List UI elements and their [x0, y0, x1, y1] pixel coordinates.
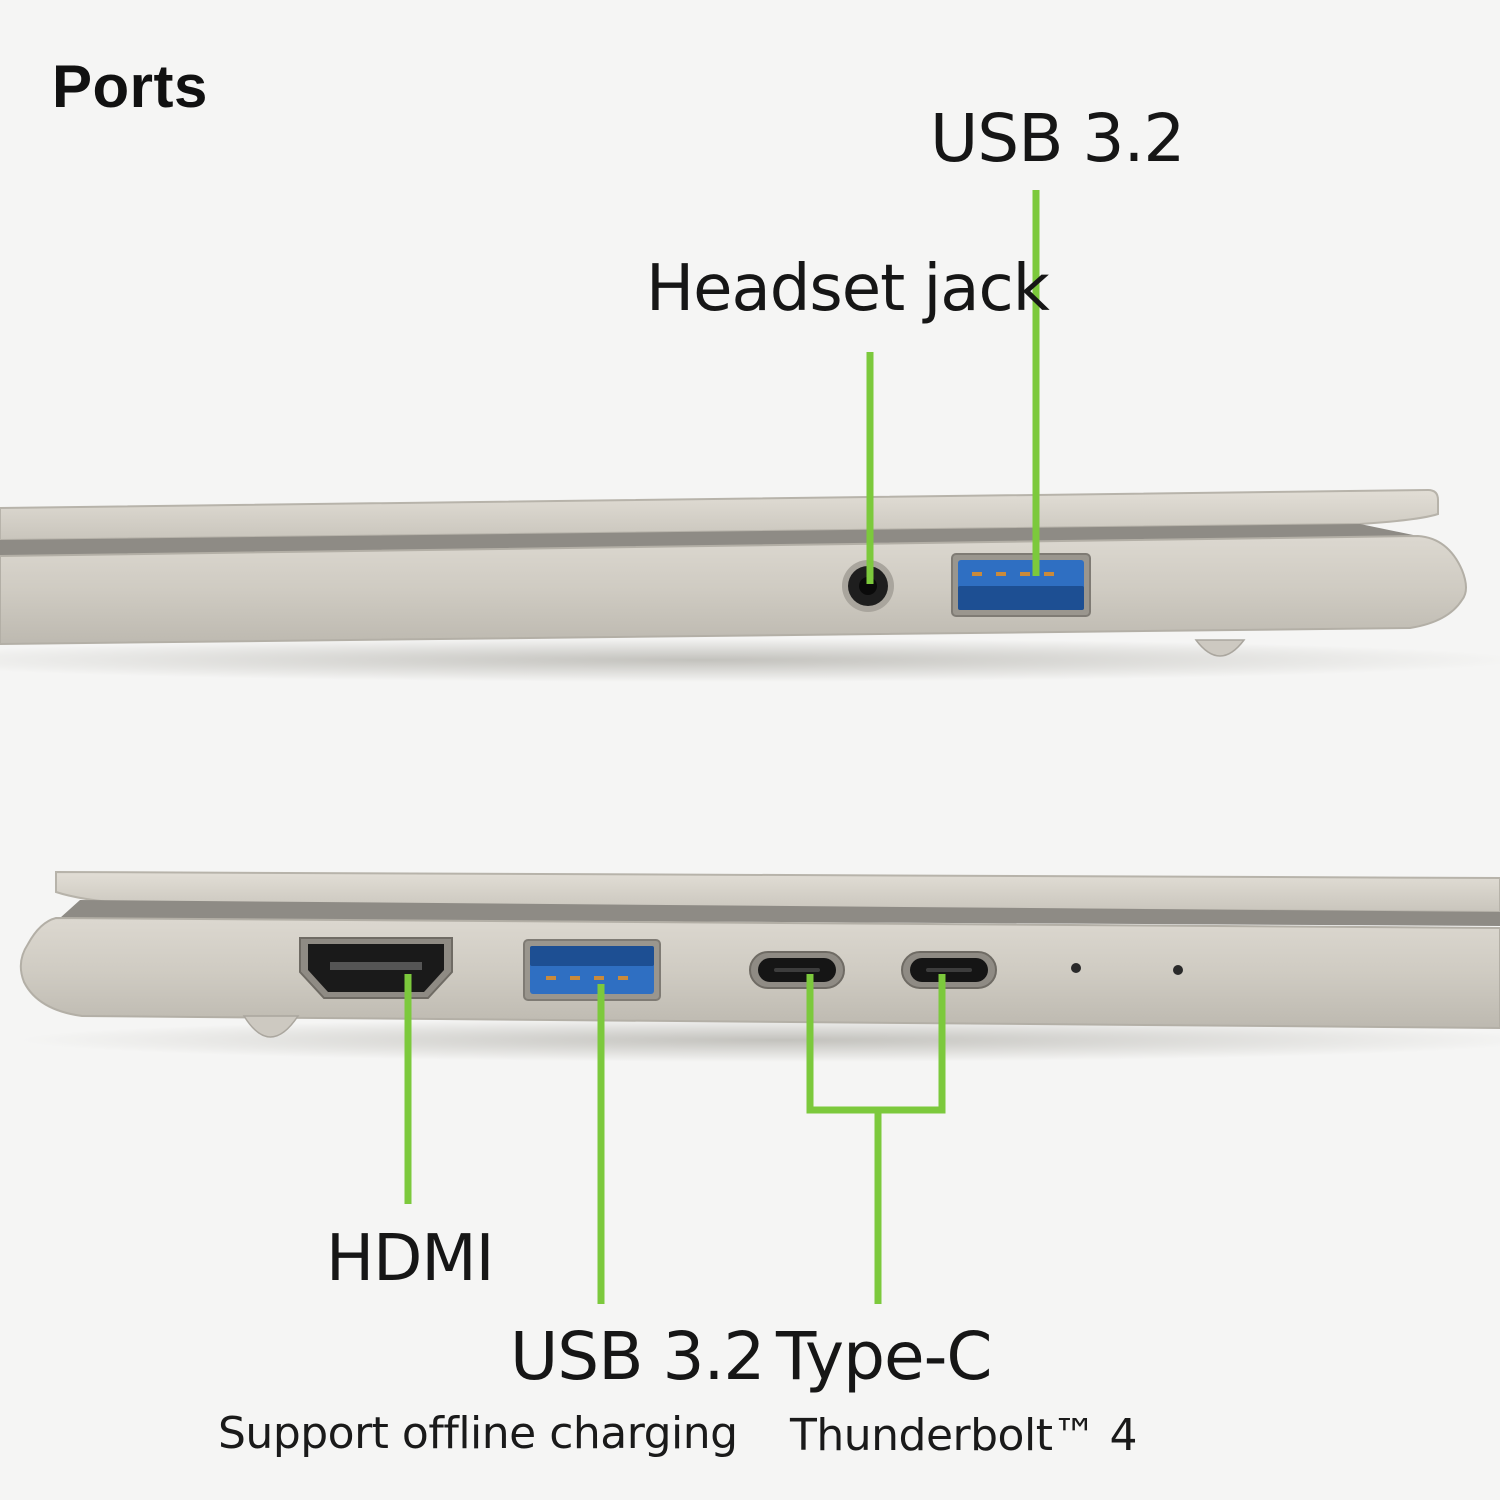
- top-laptop-foot: [1194, 639, 1246, 657]
- callout-lines: [404, 190, 1040, 1304]
- top-usb-a-port: [951, 553, 1091, 617]
- bottom-laptop-side: [19, 870, 1500, 1062]
- typec-label: Type-C: [776, 1318, 992, 1395]
- typec-port-2: [901, 951, 997, 989]
- usb-bottom-sublabel: Support offline charging: [218, 1408, 738, 1459]
- bottom-laptop-shadow: [20, 1018, 1500, 1062]
- top-laptop-side: [0, 488, 1500, 682]
- hdmi-port: [299, 937, 453, 999]
- page-title: Ports: [52, 53, 208, 120]
- typec-port-1: [749, 951, 845, 989]
- bottom-usb-a-port: [523, 939, 661, 1001]
- top-laptop-lid: [0, 488, 1439, 542]
- typec-sublabel: Thunderbolt™ 4: [790, 1410, 1137, 1461]
- usb-bottom-label: USB 3.2: [510, 1318, 765, 1395]
- top-laptop-shadow: [0, 638, 1500, 682]
- indicator-led: [1071, 963, 1081, 973]
- usb-top-label: USB 3.2: [930, 100, 1185, 177]
- bottom-laptop-hinge: [60, 900, 1500, 926]
- top-laptop-hinge: [0, 524, 1418, 556]
- top-laptop-base: [0, 534, 1467, 646]
- bottom-laptop-foot: [242, 1015, 300, 1038]
- headset-jack-label: Headset jack: [646, 252, 1050, 326]
- indicator-led: [1173, 965, 1183, 975]
- hdmi-label: HDMI: [326, 1222, 494, 1296]
